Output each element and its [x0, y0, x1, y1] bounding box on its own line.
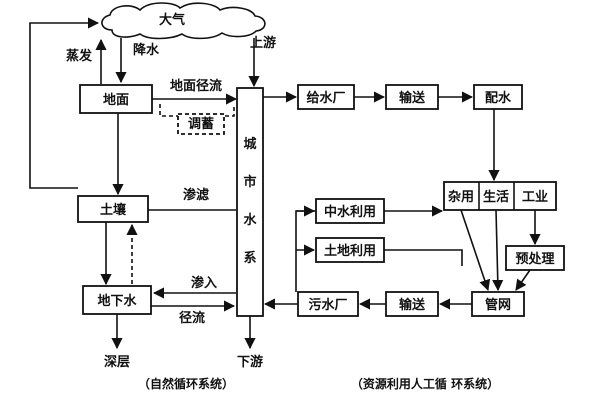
soil-box — [77, 195, 149, 223]
evaporation-label: 蒸发 — [66, 48, 93, 64]
water-plant-box — [297, 84, 355, 110]
infiltration-filter-label: 渗滤 — [183, 187, 209, 203]
city-water-system-char-1: 城 — [243, 136, 256, 152]
pipe-network-label: 管网 — [485, 297, 511, 313]
city-water-system-char-3: 水 — [243, 212, 257, 228]
regulation-label: 调蓄 — [188, 116, 214, 132]
precipitation-label: 降水 — [133, 42, 160, 58]
domestic-label: 生活 — [483, 189, 509, 205]
city-water-system-box — [236, 87, 264, 317]
pretreatment-to-network-arrow — [515, 269, 531, 291]
city-water-system-char-2: 市 — [243, 174, 256, 190]
deep-layer-label: 深层 — [104, 354, 130, 370]
groundwater-box — [82, 285, 152, 315]
artificial-cycle-caption: （资源利用人工循 环系统） — [351, 376, 499, 391]
distribution-box — [473, 84, 523, 110]
city-water-system-char-4: 系 — [243, 250, 256, 266]
water-plant-label: 给水厂 — [306, 90, 345, 106]
uses-group-box — [443, 181, 557, 211]
sewage-plant-label: 污水厂 — [308, 297, 347, 313]
natural-cycle-caption: （自然循环系统） — [138, 376, 234, 391]
regulation-box — [177, 113, 225, 135]
misc-to-network-arrow — [460, 209, 491, 292]
evaporation-loop-arrow — [29, 17, 100, 189]
groundwater-label: 地下水 — [97, 293, 137, 309]
pretreatment-label: 预处理 — [515, 251, 554, 267]
misc-use-label: 杂用 — [448, 189, 474, 205]
surface-runoff-label: 地面径流 — [170, 78, 222, 94]
land-use-line — [384, 249, 463, 266]
atmosphere-cloud: 大气 — [101, 2, 266, 40]
downstream-label: 下游 — [237, 354, 263, 370]
surface-label: 地面 — [103, 92, 129, 108]
atmosphere-label: 大气 — [159, 12, 185, 28]
land-use-label: 土地利用 — [324, 243, 376, 259]
upstream-label: 上游 — [250, 35, 276, 51]
soil-label: 土壤 — [100, 202, 127, 218]
reclaimed-branch-line — [295, 210, 316, 281]
transport-bottom-label: 输送 — [399, 297, 426, 313]
land-use-box — [315, 237, 385, 263]
seepage-in-label: 渗入 — [191, 275, 217, 291]
reclaimed-water-label: 中水利用 — [324, 204, 376, 220]
runoff-label: 径流 — [179, 310, 205, 326]
distribution-label: 配水 — [485, 90, 512, 106]
pipe-network-box — [471, 291, 525, 317]
transport-top-label: 输送 — [399, 90, 426, 106]
industry-label: 工业 — [522, 189, 548, 205]
domestic-to-network-arrow — [492, 209, 504, 292]
pretreatment-box — [505, 245, 565, 271]
surface-box — [79, 84, 153, 114]
